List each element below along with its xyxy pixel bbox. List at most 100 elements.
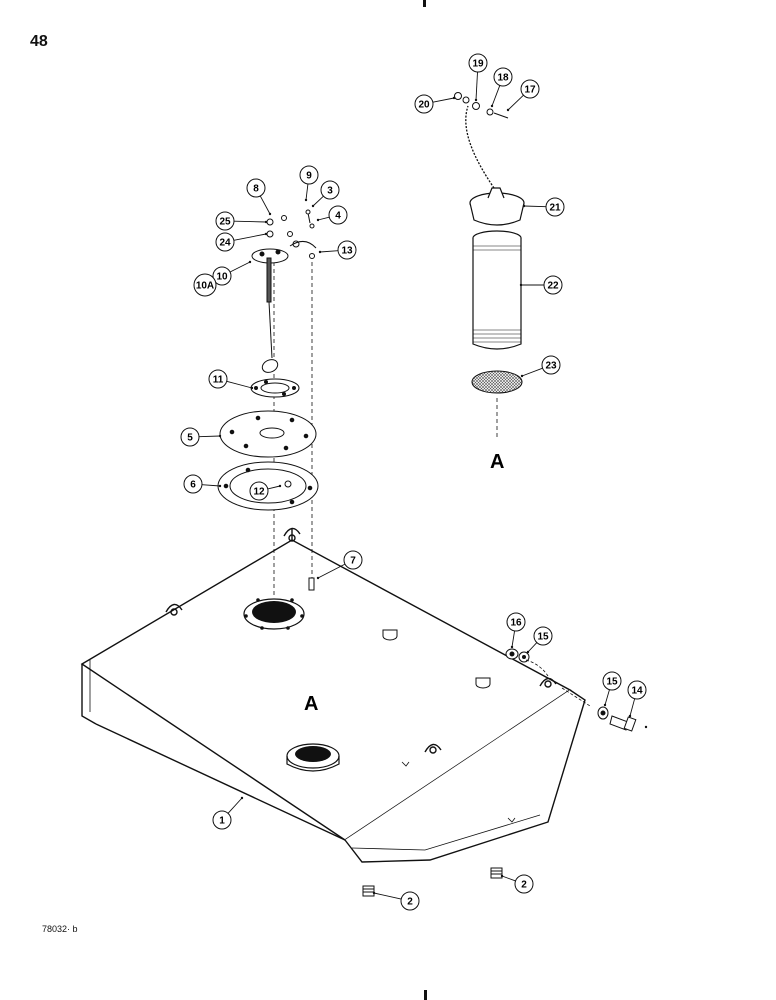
callout-leader-18 <box>491 85 501 107</box>
callout-arrowhead-16 <box>510 645 514 649</box>
callout-number-25: 25 <box>219 217 231 228</box>
callout-circle-19 <box>468 53 488 73</box>
callout-number-6: 6 <box>190 480 196 491</box>
callout-arrowhead-21 <box>522 204 526 208</box>
callout-number-4: 4 <box>335 211 341 222</box>
callout-circle-6 <box>183 474 203 494</box>
callout-circle-16 <box>506 612 526 632</box>
callout-number-14: 14 <box>631 686 643 697</box>
callout-arrowhead-14 <box>628 714 632 718</box>
figure-code: 78032· b <box>42 924 78 934</box>
tank-filler-opening <box>286 743 340 772</box>
callout-number-19: 19 <box>472 59 484 70</box>
callout-number-9: 9 <box>306 171 312 182</box>
callout-number-20: 20 <box>418 100 430 111</box>
callout-leader-9 <box>305 183 309 201</box>
callout-number-1: 1 <box>219 816 225 827</box>
callout-number-11: 11 <box>213 375 224 386</box>
callout-leader-19 <box>475 71 478 101</box>
callout-arrowhead-20 <box>452 96 456 100</box>
callout-circle-20 <box>414 94 434 114</box>
strainer-screen <box>471 370 523 394</box>
callout-arrowhead-6 <box>218 484 222 488</box>
callout-arrowhead-10 <box>248 260 252 264</box>
callout-number-18: 18 <box>497 73 509 84</box>
callout-number-16: 16 <box>510 618 522 629</box>
section-label-a-upper: A <box>490 451 504 473</box>
callout-leader-5 <box>198 435 221 438</box>
callout-circle-22 <box>543 275 563 295</box>
callout-circle-15 <box>533 626 553 646</box>
callout-leader-6 <box>201 484 221 487</box>
callout-arrowhead-9 <box>304 198 308 202</box>
callout-number-2: 2 <box>521 880 527 891</box>
callout-arrowhead-2 <box>372 891 376 895</box>
callout-arrowhead-11 <box>250 386 254 390</box>
callout-leader-13 <box>319 250 339 253</box>
sender-gasket <box>250 378 300 398</box>
cap-chain <box>465 105 495 189</box>
callout-leader-24 <box>233 233 267 241</box>
callout-circle-11 <box>208 369 228 389</box>
callout-circle-8 <box>246 178 266 198</box>
callout-number-15: 15 <box>537 632 549 643</box>
callout-leader-21 <box>523 205 547 208</box>
callout-leader-15 <box>604 689 610 706</box>
callout-leader-15 <box>527 642 538 653</box>
stud <box>308 577 315 591</box>
chain-hardware <box>454 92 509 119</box>
callout-number-15: 15 <box>606 677 618 688</box>
ring-gasket <box>217 461 319 511</box>
callout-leader-4 <box>317 216 330 221</box>
callout-number-8: 8 <box>253 184 259 195</box>
callout-number-21: 21 <box>549 203 561 214</box>
callout-circle-24 <box>215 232 235 252</box>
callout-leader-10 <box>229 261 251 273</box>
callout-arrowhead-13 <box>318 250 322 254</box>
callout-number-23: 23 <box>545 361 557 372</box>
callout-number-7: 7 <box>350 556 356 567</box>
top-edge-mark <box>423 0 426 7</box>
callout-circle-10 <box>212 266 232 286</box>
callout-circle-12 <box>249 481 269 501</box>
callout-number-10: 10 <box>216 272 228 283</box>
callout-leader-25 <box>233 220 267 223</box>
callout-arrowhead-5 <box>218 434 222 438</box>
callout-arrowhead-23 <box>520 374 524 378</box>
callout-number-13: 13 <box>341 246 353 257</box>
sender-hardware <box>266 209 317 259</box>
callout-arrowhead-7 <box>316 576 320 580</box>
callout-leader-12 <box>267 485 281 490</box>
fuel-gauge-sender <box>251 248 289 373</box>
callout-circle-10A <box>193 273 217 297</box>
tank-sender-opening <box>243 598 305 630</box>
callout-leader-11 <box>226 380 253 389</box>
callout-number-12: 12 <box>253 487 265 498</box>
callout-leader-3 <box>312 195 324 207</box>
callout-number-3: 3 <box>327 186 333 197</box>
callout-number-24: 24 <box>219 238 231 249</box>
callout-number-2: 2 <box>407 897 413 908</box>
callout-leader-17 <box>507 94 524 111</box>
callout-circle-15 <box>602 671 622 691</box>
callout-arrowhead-18 <box>490 104 494 108</box>
filler-neck <box>472 230 522 350</box>
callout-leader-2 <box>501 875 516 882</box>
callout-leader-20 <box>432 97 455 103</box>
callout-circle-7 <box>343 550 363 570</box>
callout-leader-16 <box>511 630 516 648</box>
callout-number-5: 5 <box>187 433 193 444</box>
mounting-hardware <box>505 648 637 732</box>
callout-arrowhead-4 <box>316 218 320 222</box>
callout-circle-2 <box>514 874 534 894</box>
mounting-plate <box>219 410 317 458</box>
page-number: 48 <box>30 33 48 50</box>
callout-group: 12234567891010A1112131415151617181920212… <box>180 53 647 911</box>
tank-boss <box>382 629 491 689</box>
section-label-a-tank: A <box>304 693 318 715</box>
callout-arrowhead-15 <box>526 650 530 654</box>
callout-number-17: 17 <box>524 85 536 96</box>
callout-leader-1 <box>227 797 243 814</box>
callout-arrowhead-22 <box>519 283 523 287</box>
